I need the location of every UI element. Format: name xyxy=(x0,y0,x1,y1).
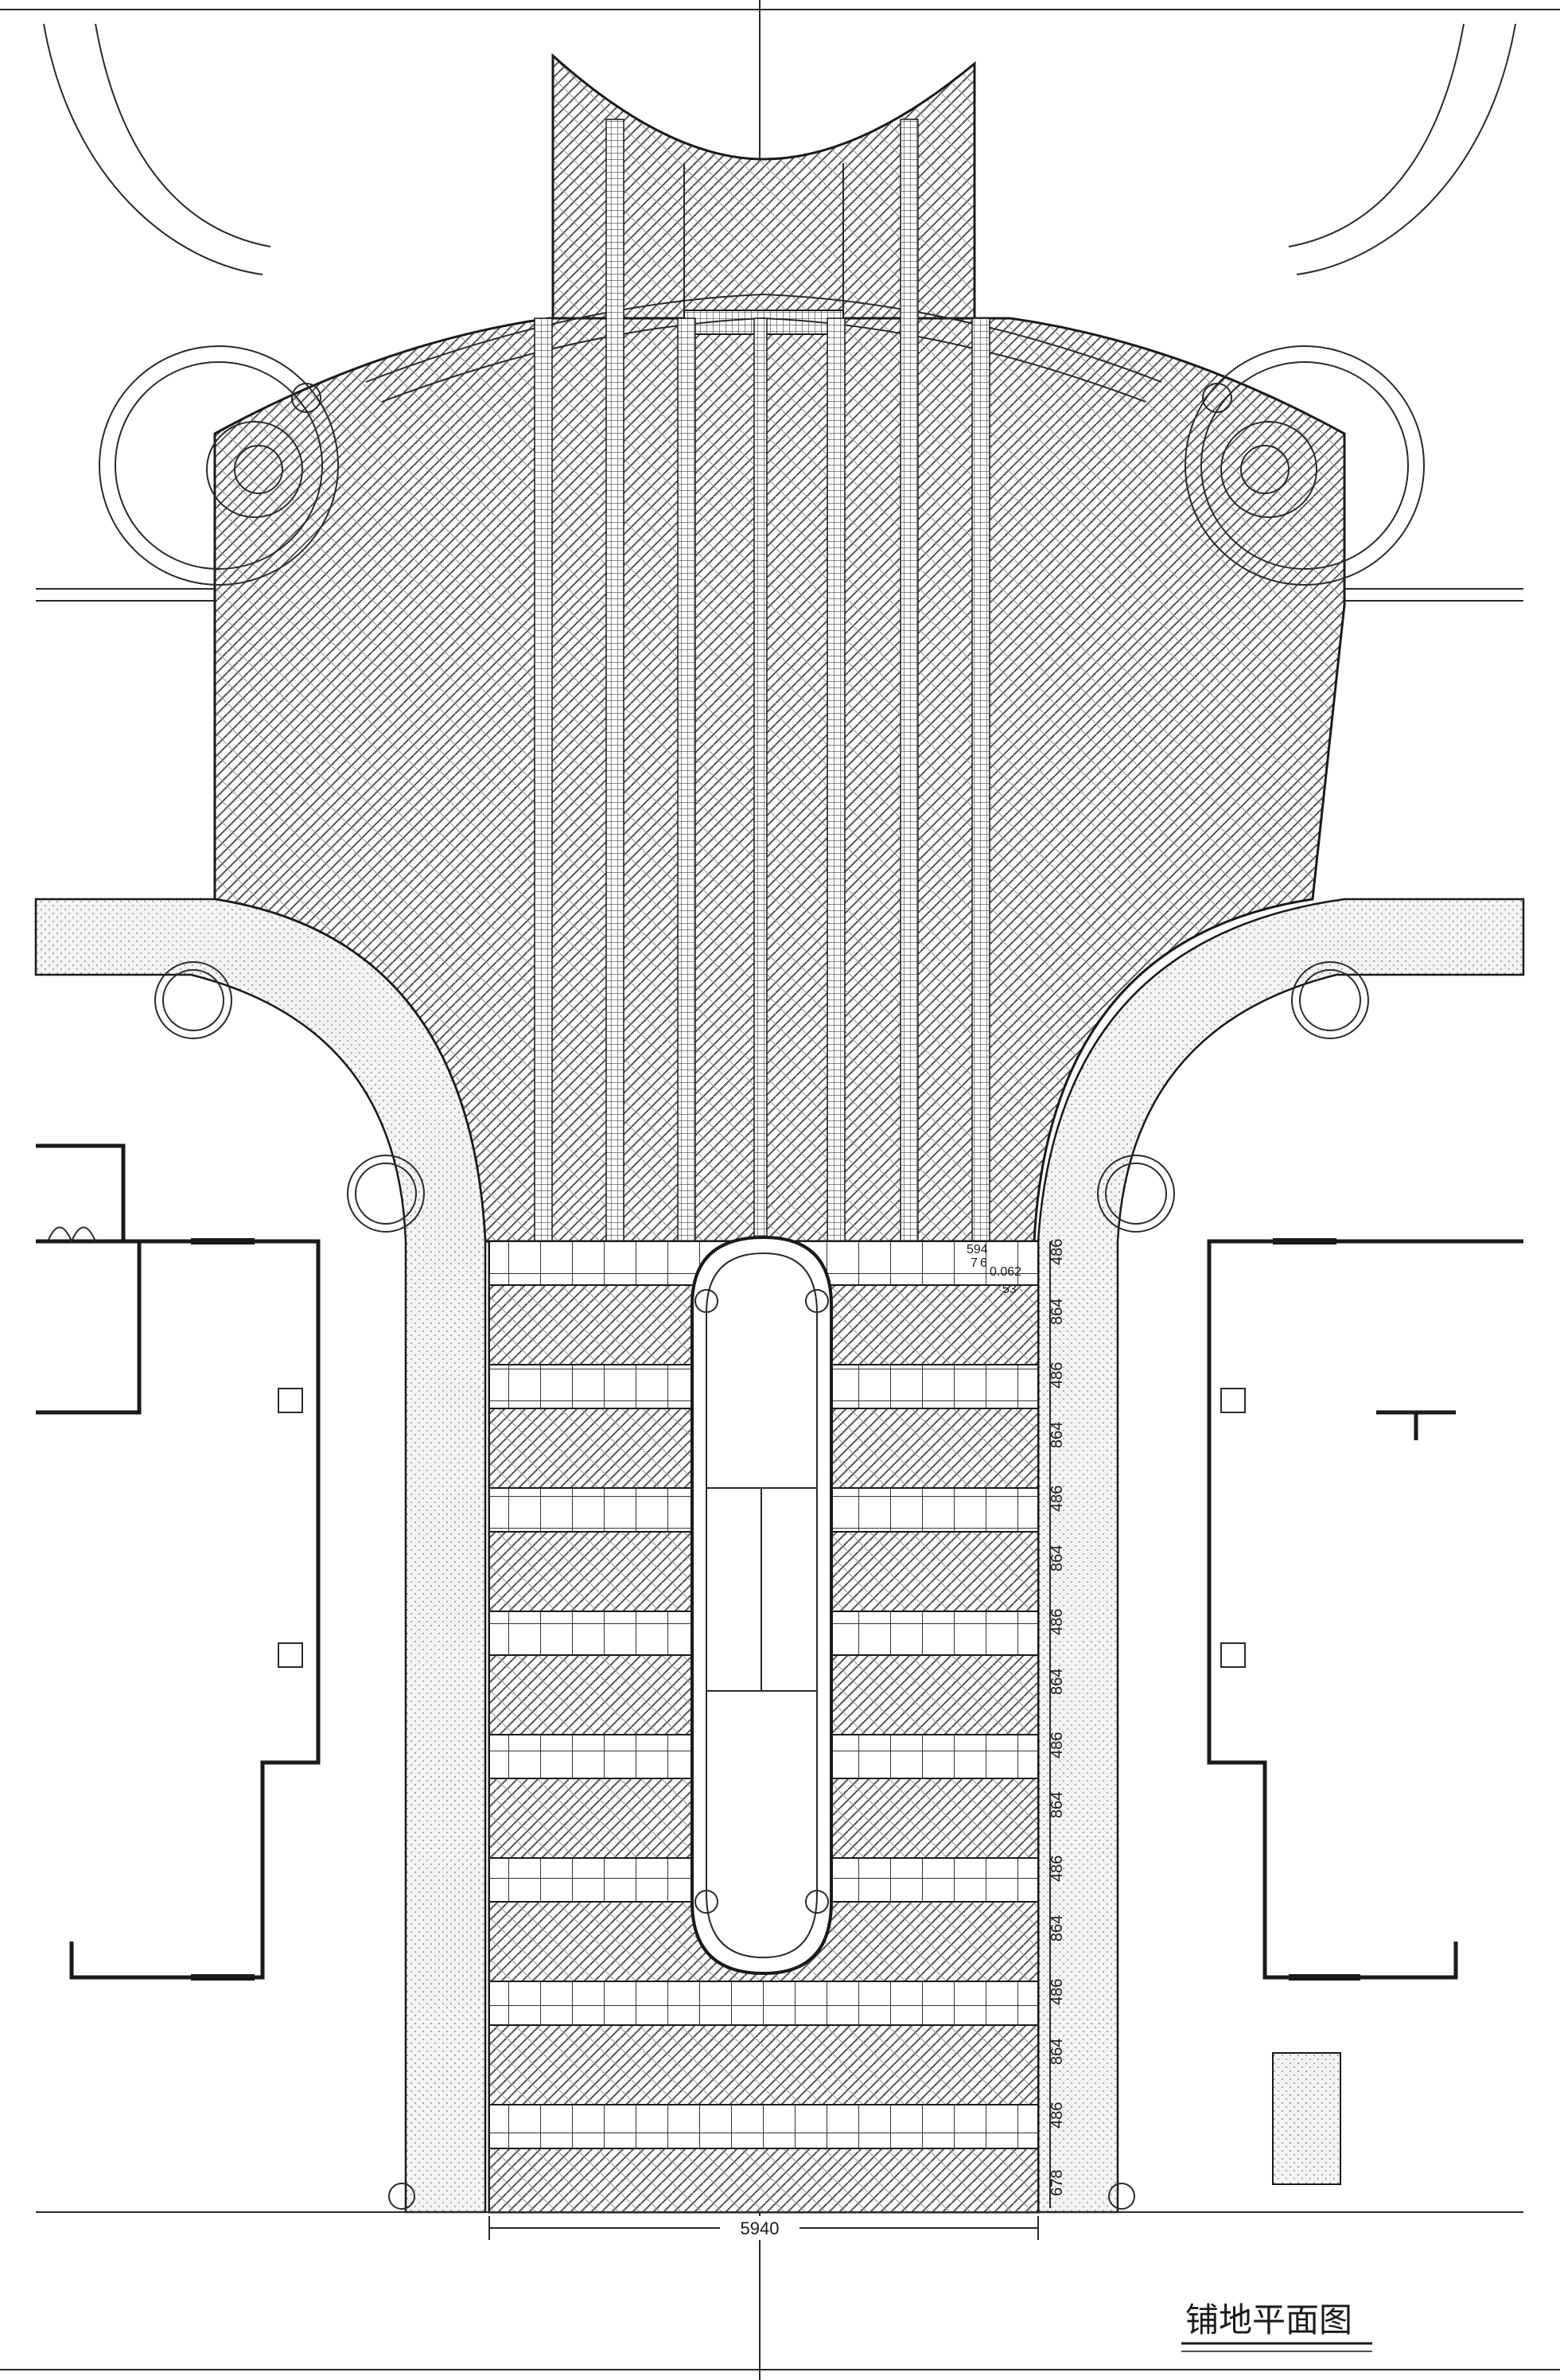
dim-label-6: 864 xyxy=(1048,1545,1066,1572)
side-walk-right xyxy=(1037,898,1525,2214)
dim-label-7: 486 xyxy=(1048,1609,1066,1635)
vertical-strip-2 xyxy=(605,119,624,1242)
vertical-strip-1 xyxy=(534,317,553,1242)
dim-label-10: 864 xyxy=(1048,1792,1066,1818)
horizontal-dimension-label-bg xyxy=(720,2216,799,2240)
bollard-right xyxy=(1108,2183,1135,2210)
dim-label-8: 864 xyxy=(1048,1669,1066,1695)
vertical-strip-3 xyxy=(677,317,696,1242)
dim-label-15: 486 xyxy=(1048,2102,1066,2129)
dim-label-1: 486 xyxy=(1048,1239,1066,1265)
step-arc-outer xyxy=(365,293,1162,383)
vertical-strip-6 xyxy=(971,317,990,1242)
swirl-planter-left xyxy=(99,345,339,586)
annotation-3: 6 xyxy=(980,1256,987,1270)
island-knob-br xyxy=(805,1890,829,1914)
outer-arc-right xyxy=(1296,23,1516,275)
lower-planter-right xyxy=(1097,961,1369,1233)
annotation-4: 0.062 xyxy=(990,1265,1021,1279)
dim-label-12: 864 xyxy=(1048,1915,1066,1942)
right-column-1 xyxy=(1220,1388,1246,1413)
island-knob-tl xyxy=(694,1289,718,1313)
entrance-fan-paving xyxy=(551,53,976,320)
left-building-outline xyxy=(36,1143,321,1980)
dim-label-9: 486 xyxy=(1048,1732,1066,1759)
horizontal-dimension-label: 5940 xyxy=(741,2218,780,2238)
right-t-marker xyxy=(1376,1410,1456,1440)
annotation-2: 7 xyxy=(971,1256,978,1270)
bollard-left xyxy=(388,2183,415,2210)
annotation-5: 53 xyxy=(1002,1283,1017,1296)
annotation-cluster: 594 7 6 0.062 53 xyxy=(967,1243,1021,1296)
island-knob-tr xyxy=(805,1289,829,1313)
left-column-1 xyxy=(278,1388,303,1413)
dim-label-14: 864 xyxy=(1048,2039,1066,2065)
vertical-dimensions: 486 864 486 864 486 864 486 864 486 864 … xyxy=(1048,1239,1066,2196)
dim-label-16: 678 xyxy=(1048,2170,1066,2196)
left-column-2 xyxy=(278,1642,303,1668)
side-walk-left xyxy=(34,898,487,2214)
left-building-door-swing xyxy=(47,1226,96,1244)
swirl-planter-right xyxy=(1185,345,1425,586)
dim-label-13: 486 xyxy=(1048,1979,1066,2005)
dim-label-11: 486 xyxy=(1048,1856,1066,1882)
entrance-inner-lines xyxy=(683,163,844,318)
right-planter-box xyxy=(1272,2052,1341,2185)
dim-label-3: 486 xyxy=(1048,1362,1066,1389)
vertical-strip-5 xyxy=(900,119,919,1242)
island-knob-bl xyxy=(694,1890,718,1914)
lower-planter-left xyxy=(154,961,425,1233)
center-island-inner xyxy=(706,1252,818,1959)
dim-label-5: 486 xyxy=(1048,1486,1066,1512)
outer-arc-right-inner xyxy=(1288,23,1465,247)
right-column-2 xyxy=(1220,1642,1246,1668)
dim-label-2: 864 xyxy=(1048,1299,1066,1325)
drawing-title: 铺地平面图 xyxy=(1185,2300,1352,2339)
dim-label-4: 864 xyxy=(1048,1422,1066,1448)
outer-arc-left-inner xyxy=(95,23,271,247)
annotation-1: 594 xyxy=(967,1243,988,1256)
vertical-strip-center xyxy=(753,317,768,1242)
vertical-strip-4 xyxy=(827,317,846,1242)
outer-arc-left xyxy=(43,23,263,275)
right-building-outline xyxy=(1207,1239,1523,1980)
